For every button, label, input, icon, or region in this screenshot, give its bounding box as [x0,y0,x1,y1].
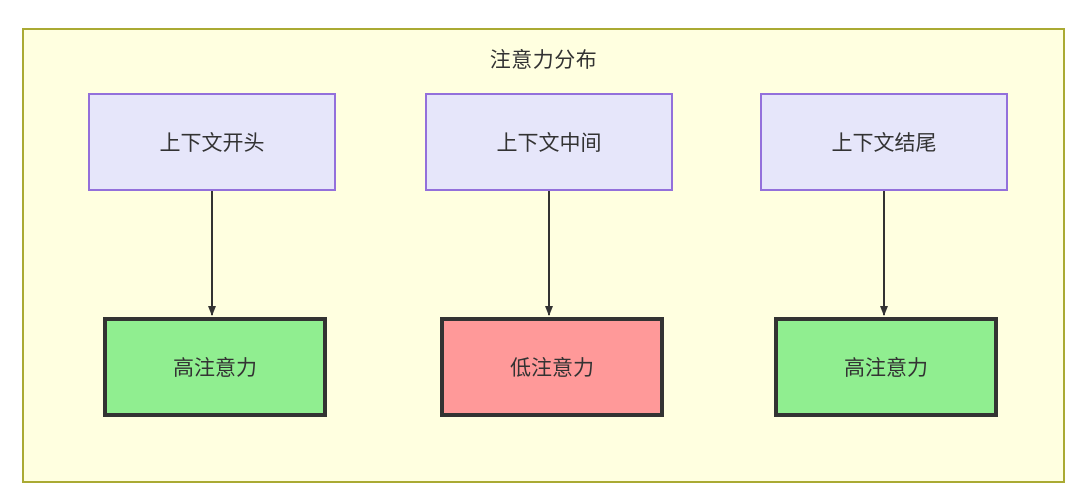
node-attention-middle-label: 低注意力 [510,357,594,380]
node-context-end[interactable]: 上下文结尾 [760,93,1008,191]
subgraph-title: 注意力分布 [489,49,598,72]
node-attention-start[interactable]: 高注意力 [103,317,327,417]
node-attention-end[interactable]: 高注意力 [774,317,998,417]
node-attention-end-label: 高注意力 [844,357,928,380]
node-attention-start-label: 高注意力 [173,357,257,380]
node-context-end-label: 上下文结尾 [831,132,937,155]
node-context-middle-label: 上下文中间 [496,132,602,155]
node-context-start-label: 上下文开头 [159,132,265,155]
node-context-start[interactable]: 上下文开头 [88,93,336,191]
node-attention-middle[interactable]: 低注意力 [440,317,664,417]
node-context-middle[interactable]: 上下文中间 [425,93,673,191]
